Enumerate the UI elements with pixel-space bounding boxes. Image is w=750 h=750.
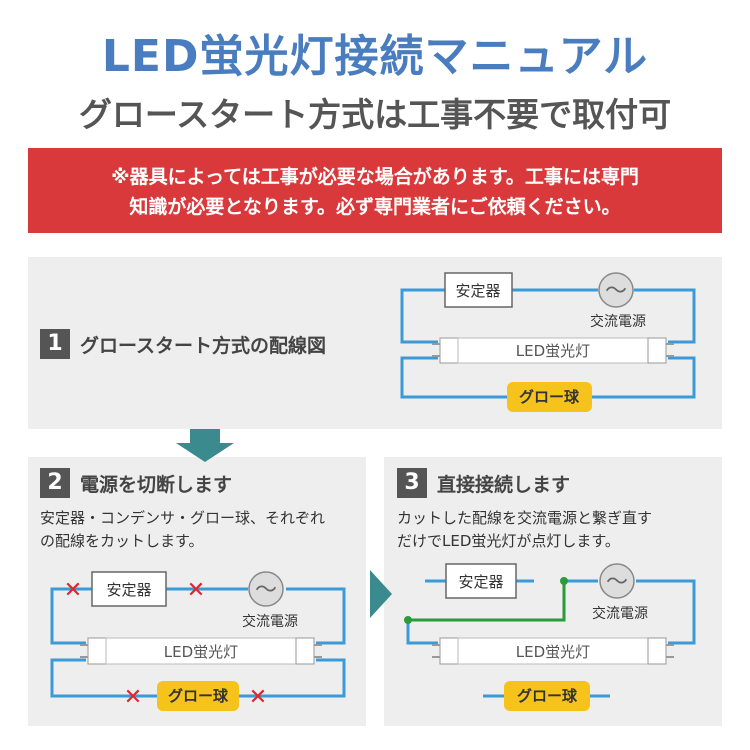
step-3-description: カットした配線を交流電源と繋ぎ直す だけでLED蛍光灯が点灯します。	[397, 507, 652, 553]
step-3-desc-line-2: だけでLED蛍光灯が点灯します。	[397, 532, 620, 550]
step-2-heading: 2 電源を切断します	[40, 468, 232, 498]
ac-power-label: 交流電源	[592, 605, 648, 622]
tube-cap-right	[647, 337, 667, 364]
junction-dot	[404, 616, 412, 624]
junction-dot	[560, 577, 568, 585]
ac-power-symbol: 〜	[255, 578, 277, 603]
ballast-label: 安定器	[458, 573, 503, 591]
ballast-box	[444, 272, 513, 308]
glow-starter	[504, 681, 590, 711]
cut-mark-icon: ✕	[124, 685, 142, 710]
tube-cap-left	[439, 337, 459, 364]
warning-notice: ※器具によっては工事が必要な場合があります。工事には専門 知識が必要となります。…	[28, 148, 722, 233]
notice-line-2: 知識が必要となります。必ず専門業者にご依頼ください。	[129, 196, 621, 218]
led-tube	[457, 637, 649, 665]
ac-power-symbol: 〜	[605, 279, 627, 304]
glow-starter-label: グロー球	[517, 687, 578, 705]
step-2-description: 安定器・コンデンサ・グロー球、それぞれ の配線をカットします。	[40, 507, 325, 553]
tube-cap-left	[87, 637, 107, 665]
cut-mark-icon: ✕	[187, 578, 205, 603]
step-1-label: グロースタート方式の配線図	[80, 334, 327, 357]
step-2-desc-line-2: の配線をカットします。	[40, 532, 204, 550]
diagram-2: 安定器 〜 交流電源 LED蛍光灯 グロー球 ✕ ✕ ✕ ✕	[50, 571, 346, 711]
ballast-label: 安定器	[455, 282, 500, 300]
step-3-heading: 3 直接接続します	[397, 468, 570, 498]
ballast-label: 安定器	[106, 581, 151, 599]
down-arrow-icon	[176, 429, 234, 462]
ac-power-label: 交流電源	[590, 313, 646, 330]
tube-cap-left	[439, 637, 459, 665]
page-subtitle: グロースタート方式は工事不要で取付可	[78, 95, 672, 134]
led-tube-label: LED蛍光灯	[164, 643, 238, 661]
led-tube	[105, 637, 297, 665]
ac-power-icon	[599, 563, 635, 599]
step-2-desc-line-1: 安定器・コンデンサ・グロー球、それぞれ	[40, 509, 326, 527]
step-3-number: 3	[397, 468, 427, 498]
step-2-number: 2	[40, 468, 70, 498]
ac-power-label: 交流電源	[242, 613, 298, 630]
glow-starter	[157, 681, 239, 711]
new-wire	[408, 581, 566, 622]
page-title: LED蛍光灯接続マニュアル	[101, 31, 649, 82]
step-3-label: 直接接続します	[437, 473, 571, 496]
notice-line-1: ※器具によっては工事が必要な場合があります。工事には専門	[111, 166, 639, 188]
step-3-desc-line-1: カットした配線を交流電源と繋ぎ直す	[397, 509, 653, 527]
step-1-number: 1	[40, 329, 70, 359]
tube-cap-right	[295, 637, 315, 665]
ballast-box	[91, 571, 167, 607]
cut-mark-icon: ✕	[249, 685, 267, 710]
ac-power-icon	[248, 571, 284, 607]
glow-starter-label: グロー球	[168, 687, 229, 705]
step-1-heading: 1 グロースタート方式の配線図	[40, 329, 326, 359]
glow-starter	[507, 382, 592, 412]
glow-starter-label: グロー球	[519, 388, 580, 406]
ac-power-symbol: 〜	[606, 570, 628, 595]
led-tube-label: LED蛍光灯	[516, 643, 590, 661]
step-2-label: 電源を切断します	[80, 473, 233, 496]
cut-mark-icon: ✕	[64, 578, 82, 603]
right-arrow-icon	[370, 570, 392, 618]
diagram-3: 安定器 〜 交流電源 LED蛍光灯 グロー球	[404, 563, 696, 711]
tube-cap-right	[647, 637, 667, 665]
diagram-1: 安定器 〜 交流電源 LED蛍光灯 グロー球	[400, 272, 696, 412]
ballast-box	[445, 563, 517, 599]
ac-power-icon	[598, 272, 634, 308]
led-tube	[457, 337, 649, 364]
led-tube-label: LED蛍光灯	[516, 342, 590, 360]
